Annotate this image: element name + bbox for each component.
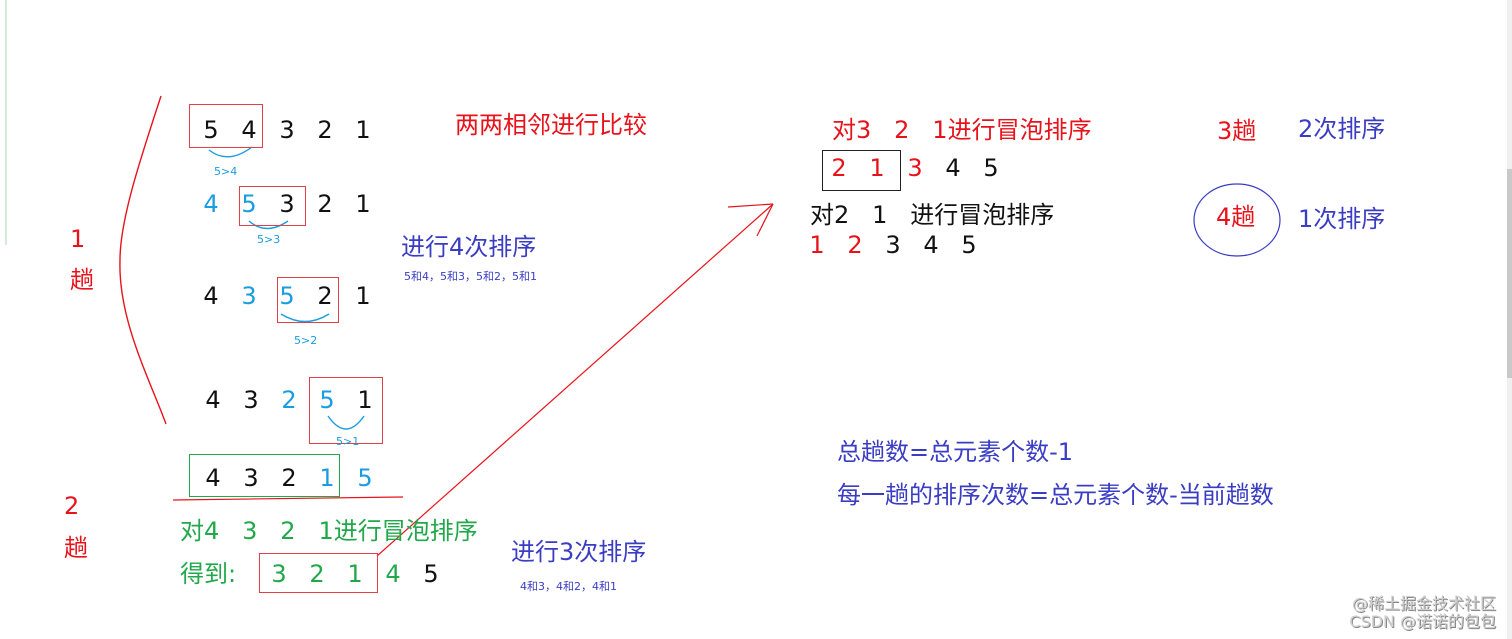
- digit: 1: [355, 116, 371, 144]
- digit: 3: [271, 560, 287, 588]
- compare-box-3: [277, 277, 339, 323]
- pass2-result-box: [259, 553, 378, 593]
- digit: 4: [203, 190, 219, 218]
- digit: 2: [847, 231, 863, 259]
- pairwise-compare-heading: 两两相邻进行比较: [455, 111, 647, 139]
- pass4-label: 4趟: [1216, 203, 1256, 231]
- pass3-label: 3趟: [1217, 117, 1257, 145]
- digit: 3: [243, 464, 259, 492]
- compare-label-2: 5>3: [257, 233, 281, 246]
- digit: 4: [241, 116, 257, 144]
- left-edge-line: [5, 0, 7, 245]
- watermark-line-1: @稀土掘金技术社区: [1351, 594, 1496, 613]
- pass2-number: 2: [64, 492, 80, 520]
- compare-arc-3: [280, 313, 330, 323]
- digit: 5: [203, 116, 219, 144]
- digit: 4: [205, 464, 221, 492]
- formula-total-passes: 总趟数=总元素个数-1: [837, 438, 1074, 466]
- digit: 5: [241, 190, 257, 218]
- compare-label-4: 5>1: [336, 435, 360, 448]
- pass1-bracket-curve: [119, 95, 167, 425]
- digit: 4: [385, 560, 401, 588]
- arrow-head-1: [727, 203, 774, 208]
- pass4-sort-count: 1次排序: [1298, 205, 1386, 233]
- digit: 3: [279, 190, 295, 218]
- digit: 5: [961, 231, 977, 259]
- digit: 1: [355, 282, 371, 310]
- digit: 5: [279, 282, 295, 310]
- compare-box-2: [239, 186, 306, 226]
- digit: 5: [357, 464, 373, 492]
- watermark: @稀土掘金技术社区 CSDN @诺诺的包包: [1349, 595, 1496, 631]
- compare-label-3: 5>2: [294, 334, 318, 347]
- pass3-sort-count: 2次排序: [1298, 115, 1386, 143]
- digit: 3: [243, 386, 259, 414]
- pass3-compare-box: [822, 150, 901, 191]
- digit: 2: [317, 190, 333, 218]
- digit: 1: [809, 231, 825, 259]
- digit: 2: [317, 116, 333, 144]
- pass2-instruction: 对4 3 2 1进行冒泡排序: [180, 517, 478, 545]
- pass1-char: 趟: [70, 266, 94, 294]
- digit: 4: [923, 231, 939, 259]
- digit: 3: [885, 231, 901, 259]
- digit: 1: [347, 560, 363, 588]
- pass2-result-label: 得到:: [180, 560, 237, 588]
- pass1-sort-count: 进行4次排序: [401, 233, 537, 261]
- digit: 3: [241, 282, 257, 310]
- compare-label-1: 5>4: [214, 165, 238, 178]
- pass3-instruction: 对3 2 1进行冒泡排序: [832, 116, 1092, 144]
- compare-arc-1: [208, 146, 253, 158]
- watermark-line-2: CSDN @诺诺的包包: [1349, 612, 1496, 631]
- digit: 2: [317, 282, 333, 310]
- pass2-sort-count: 进行3次排序: [511, 538, 647, 566]
- compare-arc-2: [248, 220, 289, 230]
- digit: 1: [355, 190, 371, 218]
- digit: 1: [869, 154, 885, 182]
- pass2-char: 趟: [64, 534, 88, 562]
- digit: 5: [319, 386, 335, 414]
- pass-divider-line: [172, 496, 404, 501]
- pass2-pairs: 4和3，4和2，4和1: [520, 580, 617, 593]
- pass4-instruction: 对2 1 进行冒泡排序: [810, 201, 1055, 229]
- digit: 1: [319, 464, 335, 492]
- arrow-line: [376, 203, 774, 557]
- digit: 2: [281, 386, 297, 414]
- digit: 4: [945, 154, 961, 182]
- digit: 4: [205, 386, 221, 414]
- pass4-ellipse: [1193, 183, 1281, 257]
- digit: 2: [281, 464, 297, 492]
- compare-box-1: [189, 104, 263, 148]
- digit: 1: [357, 386, 373, 414]
- digit: 2: [309, 560, 325, 588]
- digit: 3: [907, 154, 923, 182]
- digit: 5: [983, 154, 999, 182]
- sorted-range-box: [189, 454, 340, 497]
- arrow-head-2: [756, 203, 774, 237]
- digit: 5: [423, 560, 439, 588]
- formula-per-pass: 每一趟的排序次数=总元素个数-当前趟数: [837, 481, 1274, 509]
- digit: 4: [203, 282, 219, 310]
- compare-box-4: [309, 377, 383, 444]
- digit: 3: [279, 116, 295, 144]
- digit: 2: [831, 154, 847, 182]
- pass1-pairs: 5和4，5和3，5和2，5和1: [404, 270, 537, 283]
- vertical-scrollbar-thumb[interactable]: [1507, 169, 1512, 378]
- compare-arc-4: [327, 415, 365, 430]
- pass1-number: 1: [70, 225, 86, 253]
